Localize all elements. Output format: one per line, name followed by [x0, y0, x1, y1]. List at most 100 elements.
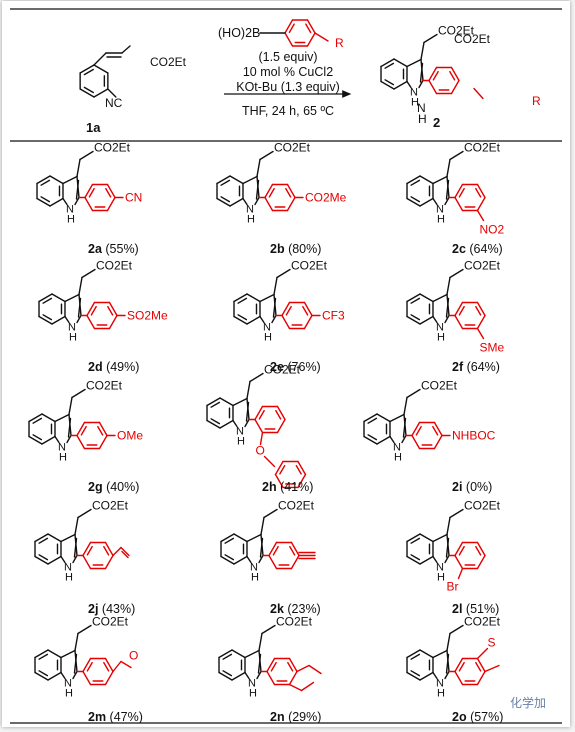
bond	[271, 314, 277, 324]
ring-bond	[104, 657, 114, 673]
bond	[432, 649, 448, 659]
ring-bond	[220, 533, 235, 543]
indole-n-label: N	[64, 678, 72, 690]
ester-label: CO2Et	[264, 363, 301, 377]
substituent-label: Br	[446, 579, 458, 593]
dioxane-bond	[308, 664, 322, 675]
double-bond	[210, 418, 221, 425]
double-bond	[258, 409, 265, 420]
watermark-text: 化学加	[510, 695, 546, 710]
bond	[432, 197, 438, 206]
indole-n-label: N	[436, 322, 444, 334]
ring-bond	[419, 175, 434, 185]
double-bond	[367, 417, 378, 424]
double-bond	[302, 305, 309, 316]
indole-n-label: N	[64, 562, 72, 574]
ring-bond	[82, 541, 92, 557]
double-bond	[285, 305, 292, 316]
double-bond	[432, 425, 439, 436]
ring-bond	[276, 418, 286, 434]
ring-bond	[454, 314, 464, 330]
ring-bond	[104, 554, 114, 570]
bond	[276, 268, 291, 279]
double-bond	[475, 305, 482, 316]
ring-bond	[28, 413, 43, 423]
ring-bond	[49, 197, 64, 207]
bond	[256, 670, 262, 680]
ring-bond	[51, 315, 66, 325]
ring-bond	[288, 670, 298, 686]
compound-label-2e: 2e (76%)	[270, 360, 321, 374]
bond	[76, 314, 82, 324]
ring-bond	[419, 649, 434, 659]
ring-bond	[231, 671, 246, 681]
bond	[72, 670, 78, 680]
bond	[256, 158, 261, 178]
bond	[76, 158, 81, 178]
bond	[432, 175, 448, 185]
indole-h-label: H	[437, 688, 445, 700]
ring-bond	[233, 315, 248, 325]
double-bond	[38, 554, 49, 561]
ring-bond	[281, 301, 291, 317]
double-bond	[275, 409, 282, 420]
ring-bond	[34, 533, 49, 543]
ring-bond	[98, 421, 108, 437]
dioxane-bond	[300, 681, 315, 692]
ring-bond	[34, 649, 49, 659]
ring-bond	[268, 554, 278, 570]
ring-bond	[380, 80, 395, 90]
double-bond	[270, 661, 277, 672]
bond	[418, 79, 424, 89]
ring-bond	[454, 554, 464, 570]
ring-bond	[376, 413, 391, 423]
indole-n-label: N	[393, 442, 401, 454]
dioxane-bond	[288, 683, 303, 692]
ring-bond	[393, 80, 408, 90]
double-bond	[445, 653, 450, 674]
bond	[246, 555, 252, 564]
ring-bond	[79, 88, 95, 98]
double-bond	[32, 417, 43, 424]
ring-bond	[93, 64, 109, 74]
ester-label: CO2Et	[274, 141, 311, 155]
substituent-label: CN	[125, 191, 142, 205]
figure-frame: (HO)2B (1.5 equiv) 10 mol % CuCl2 KOt-Bu…	[2, 1, 570, 727]
ring-bond	[76, 421, 86, 437]
ring-bond	[454, 196, 464, 212]
compound-label-2d: 2d (49%)	[88, 360, 139, 374]
double-bond	[222, 670, 233, 677]
ring-bond	[450, 79, 460, 95]
compound-label-2g: 2g (40%)	[88, 480, 139, 494]
bond	[432, 671, 438, 680]
substituent-bond	[476, 209, 485, 222]
double-bond	[257, 653, 262, 674]
ring-bond	[47, 555, 62, 565]
bond	[420, 41, 425, 61]
ester-label: CO2Et	[278, 499, 315, 513]
ring-bond	[476, 314, 486, 330]
bond	[444, 554, 450, 564]
double-bond	[86, 661, 93, 672]
bond	[246, 380, 251, 400]
structures-layer: NHCO2EtNHCO2EtCNNHCO2EtCO2MeNHCO2EtNO2NH…	[28, 19, 504, 700]
ring-bond	[303, 314, 313, 330]
compound-label-2o: 2o (57%)	[452, 710, 503, 724]
ring-bond	[98, 434, 108, 450]
ester-label: CO2Et	[464, 141, 501, 155]
substituent-label: CO2Me	[305, 191, 347, 205]
double-bond	[410, 179, 421, 186]
ring-bond	[218, 671, 233, 681]
bond	[74, 632, 79, 652]
ring-bond	[454, 541, 464, 557]
ring-bond	[254, 418, 264, 434]
double-bond	[80, 425, 87, 436]
ring-bond	[274, 460, 284, 476]
double-bond	[279, 464, 286, 475]
ring-bond	[406, 175, 421, 185]
indole-n-label: N	[58, 442, 66, 454]
ring-bond	[450, 66, 460, 82]
double-bond	[67, 417, 72, 438]
double-bond	[410, 554, 421, 561]
double-bond	[458, 187, 465, 198]
